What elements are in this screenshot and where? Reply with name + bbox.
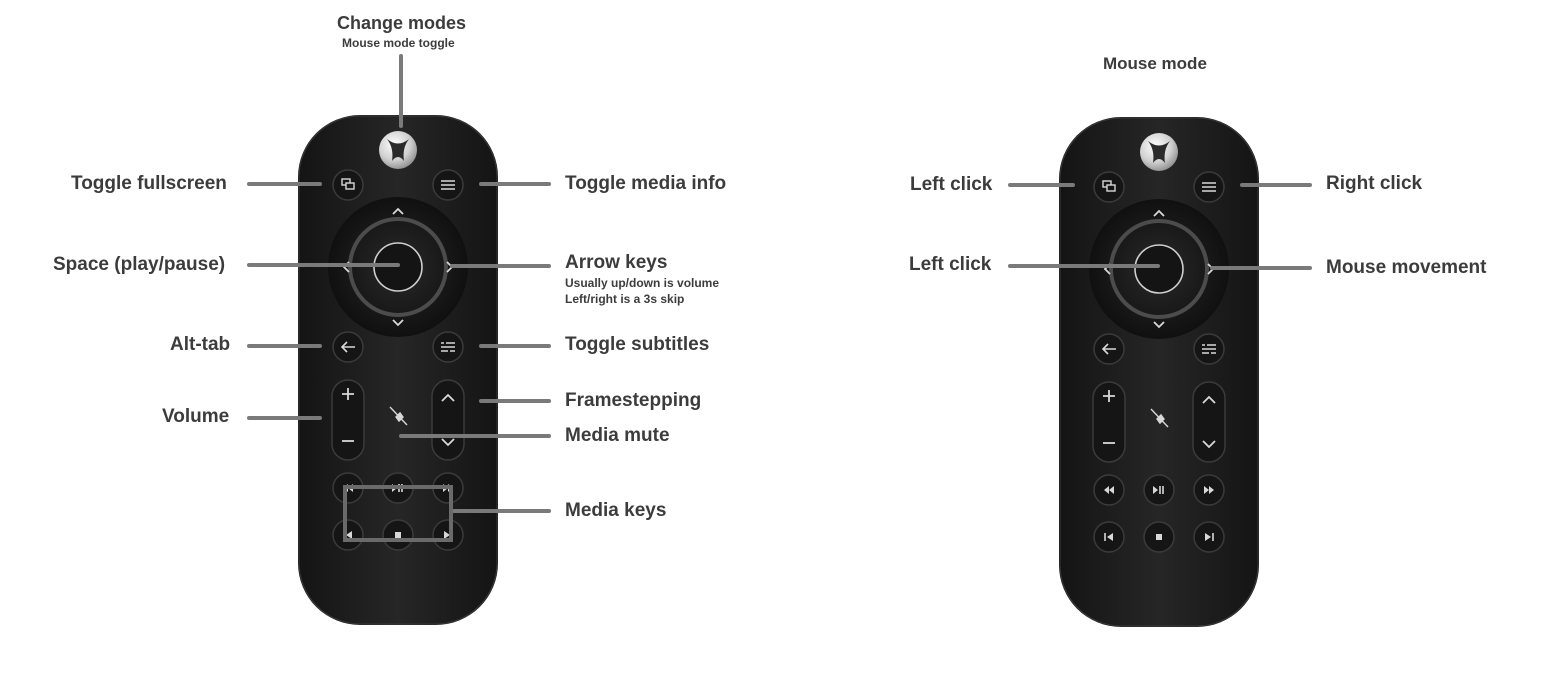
change-modes-subtitle: Mouse mode toggle — [342, 36, 455, 50]
label-arrow-keys: Arrow keys — [565, 252, 668, 273]
label-toggle-media-info: Toggle media info — [565, 173, 727, 194]
mouse-mode-title: Mouse mode — [1103, 54, 1207, 73]
media-keys-highlight — [343, 485, 453, 542]
right-leader-lines — [1008, 183, 1312, 270]
label-framestepping: Framestepping — [565, 390, 702, 411]
label-alt-tab: Alt-tab — [170, 334, 231, 355]
label-toggle-subtitles: Toggle subtitles — [565, 334, 710, 355]
left-remote — [296, 113, 500, 627]
label-space-play-pause: Space (play/pause) — [53, 254, 226, 275]
label-media-mute: Media mute — [565, 425, 670, 446]
arrow-keys-note-1: Usually up/down is volume — [565, 276, 720, 290]
label-media-keys: Media keys — [565, 500, 667, 521]
label-volume: Volume — [162, 406, 230, 427]
change-modes-title: Change modes — [337, 13, 467, 33]
left-leader-lines — [247, 54, 551, 542]
label-mouse-movement: Mouse movement — [1326, 257, 1487, 278]
right-remote — [1057, 115, 1261, 629]
arrow-keys-note-2: Left/right is a 3s skip — [565, 292, 685, 306]
label-left-click-view: Left click — [910, 174, 993, 195]
label-toggle-fullscreen: Toggle fullscreen — [71, 173, 227, 194]
label-right-click: Right click — [1326, 173, 1423, 194]
label-left-click-select: Left click — [909, 254, 992, 275]
